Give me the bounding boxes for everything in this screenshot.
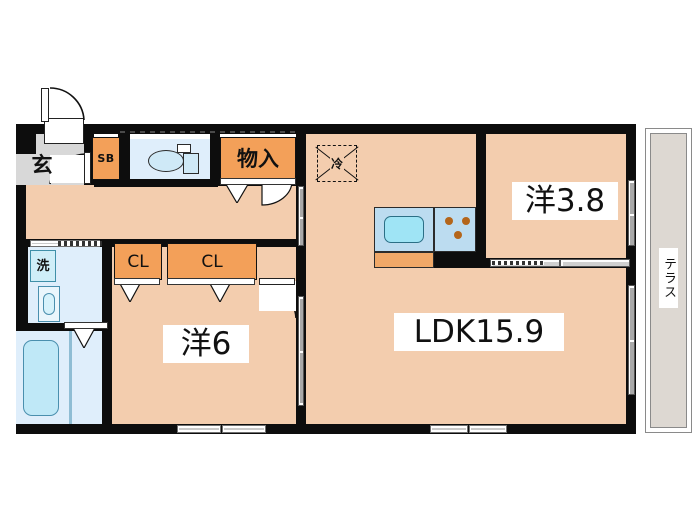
room-ldk-label: LDK15.9 (394, 313, 564, 351)
washing-machine-label: 洗 (36, 258, 50, 274)
window-ldk-south-right (469, 425, 507, 433)
wall-entry-left (16, 124, 36, 154)
closet-1-door-header (114, 278, 160, 285)
bath-folding-door (72, 326, 96, 348)
wall-corridor-bottom (26, 239, 306, 247)
closet-2-door-header (167, 278, 255, 285)
front-door-swing (49, 87, 85, 121)
stove-burner-center (454, 231, 462, 239)
toilet-bowl (148, 150, 184, 172)
closet-2-folding-door (208, 280, 232, 302)
wall-wash-left (16, 247, 28, 331)
entrance-step (44, 118, 84, 144)
room38-vent-strip (492, 261, 544, 265)
refrigerator-label: 冷 (329, 155, 344, 172)
kitchen-base-cabinet (374, 252, 434, 268)
wall-wash-room (102, 239, 112, 429)
window-room38-east (628, 180, 635, 246)
wall-right (626, 124, 636, 434)
terrace-floor (650, 133, 687, 428)
window-room6-south-left (177, 425, 221, 433)
front-door-leaf (41, 88, 49, 122)
shoe-box-label: SB (97, 151, 115, 165)
room-western-6-label: 洋6 (163, 325, 249, 363)
wall-ldk-room38 (476, 124, 486, 266)
wall-top (16, 124, 636, 134)
wall-toilet-storage (210, 134, 220, 185)
hall-corridor (26, 185, 306, 245)
storage-folding-door-left (224, 181, 250, 203)
storage-door-header (220, 178, 296, 185)
stove-burner-right (462, 217, 470, 225)
bath-door-header (64, 322, 108, 329)
room6-door-fill (259, 281, 296, 311)
entrance-label: 玄 (31, 152, 53, 177)
room6-ldk-sliding-door (298, 296, 304, 406)
wall-storage-right (296, 134, 306, 424)
ceiling-dash-strip (120, 131, 296, 133)
storage-closet (220, 137, 296, 181)
bathtub (23, 340, 59, 416)
wall-sb-toilet (118, 134, 130, 185)
closet-2-label: CL (201, 251, 223, 272)
room6-door-leaf (259, 278, 295, 285)
shoe-box (92, 137, 120, 180)
kitchen-stove (434, 207, 476, 252)
vanity-basin (43, 293, 55, 315)
wall-kitchen-stub (434, 252, 486, 268)
hall-ldk-sliding-door (298, 186, 304, 246)
closet-1-label: CL (127, 251, 149, 272)
window-ldk-east (628, 285, 635, 395)
entry-inner-door-fill (50, 155, 84, 183)
wall-bottom (16, 424, 636, 434)
toilet-tank (183, 153, 199, 174)
room-western-38-label: 洋3.8 (512, 182, 618, 220)
toilet-lid (177, 144, 191, 153)
window-room6-south-right (222, 425, 266, 433)
kitchen-sink-bowl (384, 216, 424, 243)
room38-ldk-sliding-door-right (560, 259, 630, 267)
stove-burner-left (445, 217, 453, 225)
terrace-label: テラス (659, 248, 678, 308)
storage-closet-label: 物入 (237, 146, 279, 171)
wall-toilet-bottom (94, 179, 218, 187)
corridor-vent-strip (58, 241, 102, 246)
washing-machine-space (30, 250, 56, 282)
closet-1 (114, 243, 162, 280)
bath-divider (69, 331, 72, 424)
refrigerator-space: 冷 (315, 145, 359, 182)
window-ldk-south-left (430, 425, 468, 433)
entry-inner-door-leaf (84, 152, 91, 184)
closet-1-folding-door (118, 280, 142, 302)
